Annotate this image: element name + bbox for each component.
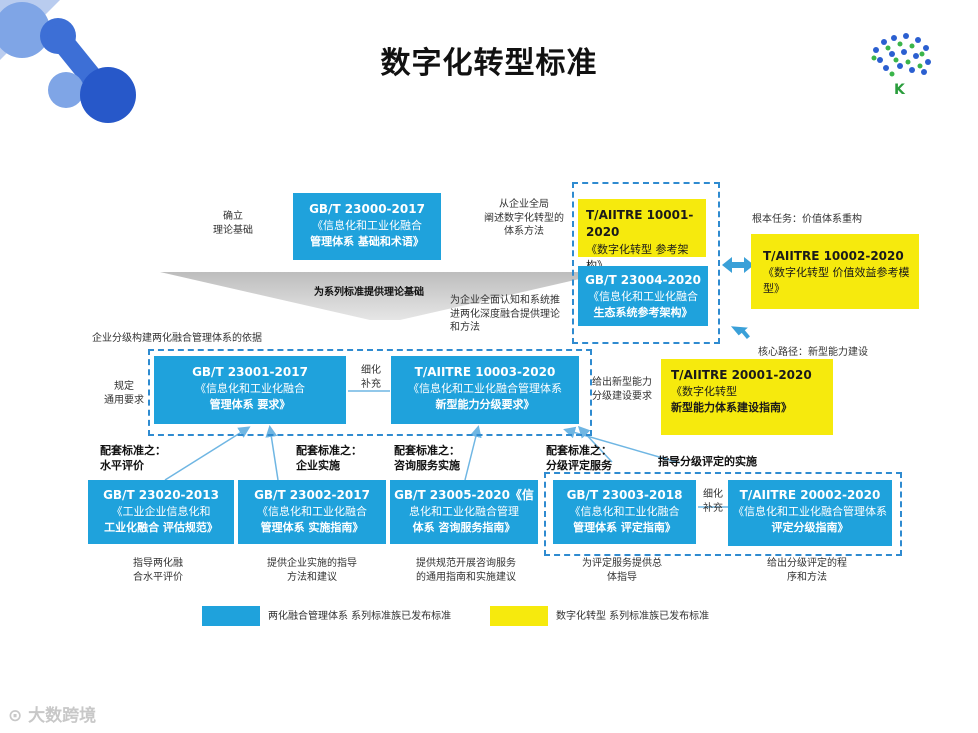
brand-logo-icon [0, 0, 136, 123]
label-from-global: 从企业全局 阐述数字化转型的 体系方法 [484, 199, 564, 237]
label-root-task: 根本任务：价值体系重构 [752, 214, 862, 225]
box-t10002: T/AIITRE 10002-2020 《数字化转型 价值效益参考模型》 [751, 234, 919, 309]
logo-letter: K [894, 82, 905, 98]
box-t10001: T/AIITRE 10001-2020 《数字化转型 参考架构》 [578, 199, 706, 272]
box-gbt23005: GB/T 23005-2020《信 息化和工业化融合管理 体系 咨询服务指南》 [390, 480, 538, 544]
box-t20001: T/AIITRE 20001-2020 《数字化转型 新型能力体系建设指南》 [661, 359, 833, 435]
box-gbt23002: GB/T 23002-2017 《信息化和工业化融合 管理体系 实施指南》 [238, 480, 386, 544]
funnel-shape [160, 272, 610, 320]
label-refine2: 细化 补充 [703, 489, 723, 514]
label-bottom2: 提供企业实施的指导 方法和建议 [267, 558, 357, 583]
box-gbt23004: GB/T 23004-2020 《信息化和工业化融合 生态系统参考架构》 [578, 266, 708, 326]
dashed-group-top-right [572, 182, 720, 344]
label-theory: 确立 理论基础 [213, 211, 253, 236]
dashed-group-middle [148, 349, 592, 436]
label-grading-basis: 企业分级构建两化融合管理体系的依据 [92, 333, 262, 344]
label-core-path: 核心路径：新型能力建设 [758, 347, 868, 358]
legend-label-yellow: 数字化转型 系列标准族已发布标准 [556, 611, 710, 622]
label-series-basis: 为系列标准提供理论基础 [314, 287, 424, 298]
brain-logo-icon [871, 33, 931, 77]
box-gbt23003: GB/T 23003-2018 《信息化和工业化融合 管理体系 评定指南》 [553, 480, 696, 544]
box-t10003: T/AIITRE 10003-2020 《信息化和工业化融合管理体系 新型能力分… [391, 356, 579, 424]
legend-swatch-blue [202, 606, 260, 626]
label-for-cognition: 为企业全面认知和系统推 进两化深度融合提供理论 和方法 [450, 295, 560, 333]
label-new-cap: 给出新型能力 分级建设要求 [592, 377, 652, 402]
legend-label-blue: 两化融合管理体系 系列标准族已发布标准 [268, 611, 452, 622]
page-title: 数字化转型标准 [380, 46, 598, 81]
label-match1: 配套标准之： 水平评价 [100, 444, 166, 472]
watermark-icon: ⊙ [8, 706, 29, 726]
label-bottom5: 给出分级评定的程 序和方法 [767, 558, 847, 583]
box-gbt23001: GB/T 23001-2017 《信息化和工业化融合 管理体系 要求》 [154, 356, 346, 424]
label-bottom4: 为评定服务提供总 体指导 [582, 558, 662, 583]
label-general-req: 规定 通用要求 [104, 381, 144, 406]
label-match4: 配套标准之： 分级评定服务 [546, 444, 612, 472]
box-gbt23000: GB/T 23000-2017 《信息化和工业化融合 管理体系 基础和术语》 [293, 193, 441, 260]
legend-swatch-yellow [490, 606, 548, 626]
watermark: ⊙ 大数跨境 [8, 706, 97, 726]
label-match3: 配套标准之： 咨询服务实施 [394, 444, 460, 472]
label-bottom3: 提供规范开展咨询服务 的通用指南和实施建议 [416, 558, 516, 583]
label-bottom1: 指导两化融 合水平评价 [133, 558, 183, 583]
label-guide-grade: 指导分级评定的实施 [658, 455, 757, 468]
box-t20002: T/AIITRE 20002-2020 《信息化和工业化融合管理体系 评定分级指… [728, 480, 892, 546]
label-match2: 配套标准之： 企业实施 [296, 444, 362, 472]
label-refine1: 细化 补充 [361, 365, 381, 390]
dashed-group-bottom-right [544, 472, 902, 556]
box-gbt23020: GB/T 23020-2013 《工业企业信息化和 工业化融合 评估规范》 [88, 480, 234, 544]
